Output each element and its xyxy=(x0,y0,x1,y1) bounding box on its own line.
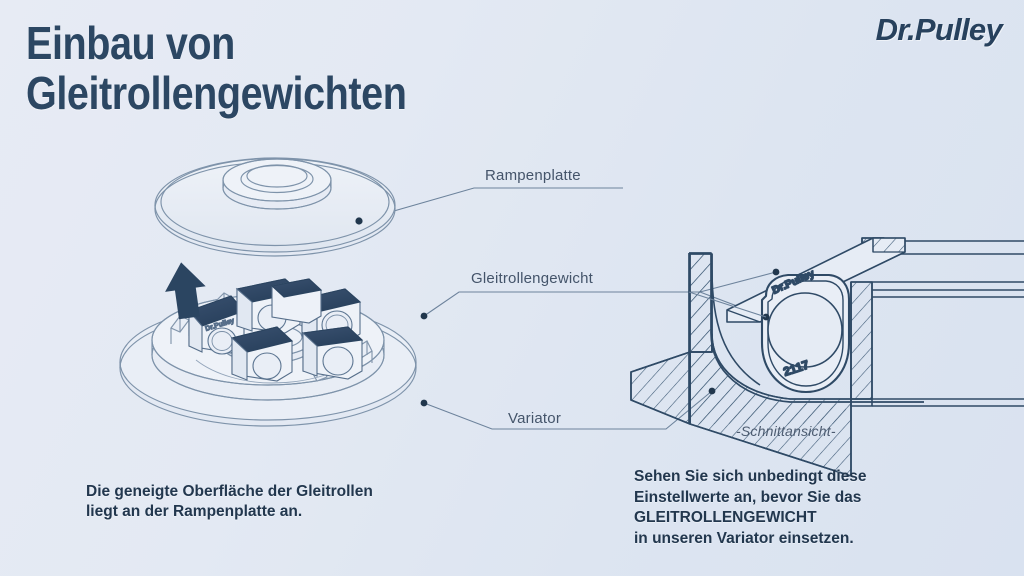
variator-part xyxy=(119,291,417,427)
assembly-arrow xyxy=(165,262,206,320)
roller-weight xyxy=(270,278,323,324)
roller-brand-text: Dr.Pulley xyxy=(770,267,816,296)
page-title: Einbau von Gleitrollengewichten xyxy=(26,17,407,119)
callout-label-variator: Variator xyxy=(508,410,562,427)
cross-section-roller-weight: Dr.Pulley 2117 xyxy=(760,267,851,394)
variator-anchor-dot xyxy=(420,399,428,407)
ramp-plate-anchor-dot xyxy=(355,217,363,225)
cross-section-drawing: Dr.Pulley 2117 xyxy=(630,237,1024,477)
caption-left: Die geneigte Oberfläche der Gleitrollen … xyxy=(86,483,373,520)
callout-label-roller-weight: Gleitrollengewicht xyxy=(471,270,593,287)
ramp-plate-part xyxy=(154,157,396,257)
roller-size-text: 2117 xyxy=(782,357,811,378)
cross-section-view-label: -Schnittansicht- xyxy=(736,423,836,439)
cross-section-ramp-plate xyxy=(726,237,906,323)
roller-weight xyxy=(230,326,294,382)
brand-logo: Dr.Pulley xyxy=(875,12,1003,47)
callout-label-ramp-plate: Rampenplatte xyxy=(485,167,581,184)
roller-weight xyxy=(300,288,362,344)
svg-text:Dr.Pulley: Dr.Pulley xyxy=(205,317,236,332)
roller-weights: Dr.Pulley xyxy=(188,278,364,382)
roller-weight xyxy=(235,278,302,334)
caption-right: Sehen Sie sich unbedingt diese Einstellw… xyxy=(634,468,867,547)
roller-weight: Dr.Pulley xyxy=(188,295,245,355)
leader-lines xyxy=(358,187,777,430)
roller-weight xyxy=(301,326,364,380)
roller-weight-anchor-dot xyxy=(420,312,428,320)
